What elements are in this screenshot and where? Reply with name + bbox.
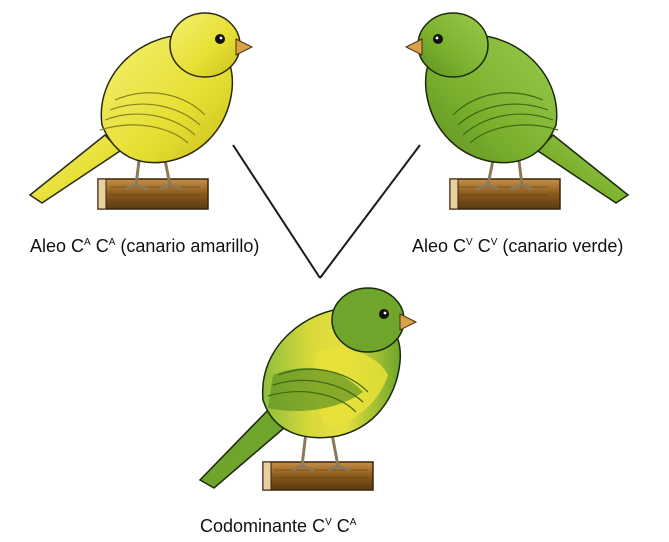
yellow-canary-illustration bbox=[30, 13, 252, 209]
green-canary-caption: Aleo CV CV (canario verde) bbox=[412, 236, 623, 257]
codominant-canary-caption: Codominante CV CA bbox=[200, 516, 356, 537]
eye bbox=[215, 34, 225, 44]
connector-line-left bbox=[233, 145, 320, 278]
perch bbox=[263, 462, 373, 490]
yellow-canary-caption: Aleo CA CA (canario amarillo) bbox=[30, 236, 259, 257]
codominant-canary-illustration bbox=[200, 288, 416, 490]
beak bbox=[236, 39, 252, 55]
perch bbox=[450, 179, 560, 209]
beak bbox=[406, 39, 422, 55]
perch bbox=[98, 179, 208, 209]
connector-line-right bbox=[320, 145, 420, 278]
eye bbox=[379, 309, 389, 319]
beak bbox=[400, 314, 416, 330]
eye bbox=[433, 34, 443, 44]
green-canary-illustration bbox=[406, 13, 628, 209]
